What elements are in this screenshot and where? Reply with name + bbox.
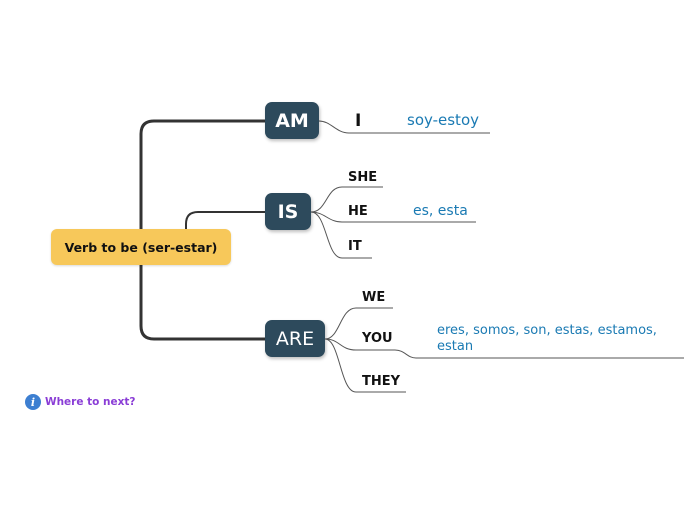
- conjugation-am[interactable]: soy-estoy: [407, 111, 479, 129]
- connector-root-am: [139, 119, 265, 245]
- topic-am[interactable]: AM: [265, 102, 319, 139]
- subtopic-it[interactable]: IT: [348, 239, 362, 254]
- conjugation-are-line-2: estan: [437, 339, 474, 354]
- subtopic-we[interactable]: WE: [362, 290, 386, 305]
- subtopic-you[interactable]: YOU: [362, 331, 393, 346]
- subtopic-he[interactable]: HE: [348, 204, 368, 219]
- connector-are-we: [324, 307, 393, 340]
- where-to-next-link[interactable]: i Where to next?: [25, 394, 136, 410]
- where-to-next-label: Where to next?: [45, 396, 136, 408]
- connector-is-she: [310, 186, 383, 213]
- connector-are-they: [324, 338, 406, 393]
- connector-is-he: [310, 211, 476, 223]
- connector-are-you: [324, 338, 684, 359]
- conjugation-are[interactable]: eres, somos, son, estas, estamos, estan: [437, 323, 657, 355]
- connector-am-i: [318, 120, 490, 134]
- topic-are[interactable]: ARE: [265, 320, 325, 357]
- conjugation-is[interactable]: es, esta: [413, 203, 468, 219]
- subtopic-they[interactable]: THEY: [362, 374, 401, 389]
- conjugation-are-line-1: eres, somos, son, estas, estamos,: [437, 323, 657, 338]
- connector-root-are: [139, 245, 265, 341]
- subtopic-i[interactable]: I: [355, 111, 362, 131]
- info-icon: i: [25, 394, 41, 410]
- connector-root-is: [185, 211, 265, 245]
- central-topic[interactable]: Verb to be (ser-estar): [51, 229, 231, 265]
- connector-is-it: [310, 211, 372, 259]
- subtopic-she[interactable]: SHE: [348, 170, 378, 185]
- topic-is[interactable]: IS: [265, 193, 311, 230]
